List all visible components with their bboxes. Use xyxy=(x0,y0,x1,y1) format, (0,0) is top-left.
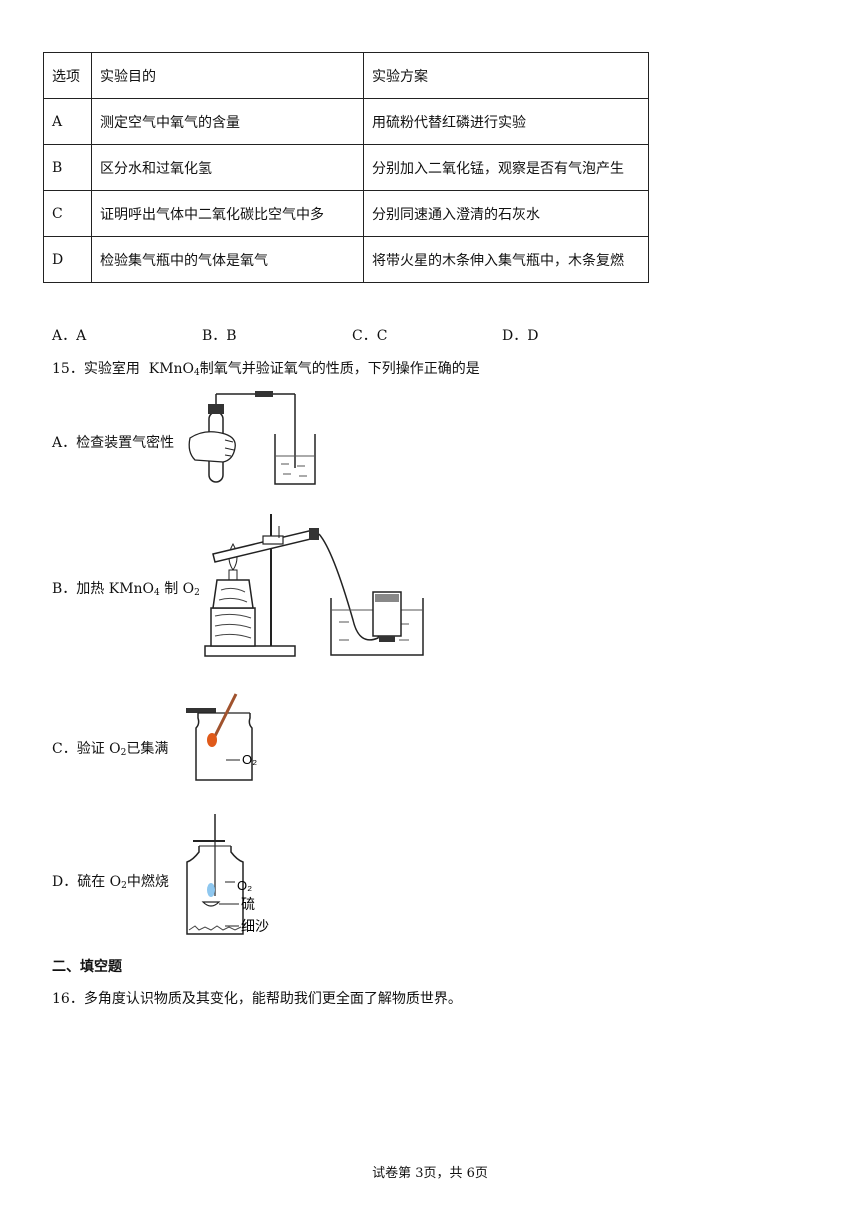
table-header-cell: 选项 xyxy=(43,52,92,99)
section-title: 二、填空题 xyxy=(52,959,122,975)
q14-option[interactable]: B．B xyxy=(202,328,237,344)
table-header-cell: 实验目的 xyxy=(91,52,364,99)
oxygen-full-check-figure: O₂ xyxy=(186,693,257,781)
q15-option-a[interactable]: A．检查装置气密性 xyxy=(52,432,174,452)
page-footer: 试卷第 3页，共 6页 xyxy=(372,1166,488,1181)
figure-c-label: O₂ xyxy=(242,752,257,767)
option-sub: 2 xyxy=(120,748,127,758)
table-cell: D xyxy=(43,236,92,283)
table-cell: 区分水和过氧化氢 xyxy=(91,144,364,191)
option-label: 中燃烧 xyxy=(126,874,169,890)
option-sub: 2 xyxy=(121,881,127,891)
q15-option-c[interactable]: C．验证 O2已集满 xyxy=(52,738,168,758)
q15-stem: 15．实验室用 KMnO4制氧气并验证氧气的性质，下列操作正确的是 xyxy=(52,358,480,378)
q15-stem-text: 15．实验室用 xyxy=(52,361,140,377)
option-sub: 2 xyxy=(194,588,200,598)
figure-d-label-oxygen: O₂ xyxy=(237,878,252,893)
figure-d-label-sand: 细沙 xyxy=(241,918,269,934)
option-label: A．检查装置气密性 xyxy=(52,435,175,451)
table-cell: 检验集气瓶中的气体是氧气 xyxy=(91,236,364,283)
table-row: C 证明呼出气体中二氧化碳比空气中多 分别同速通入澄清的石灰水 xyxy=(43,190,649,237)
table-cell: B xyxy=(43,144,92,191)
table-cell: 证明呼出气体中二氧化碳比空气中多 xyxy=(91,190,364,237)
q15-option-d[interactable]: D．硫在 O2中燃烧 xyxy=(52,871,169,891)
table-cell: 分别加入二氧化锰，观察是否有气泡产生 xyxy=(363,144,649,191)
option-label: D．硫在 O xyxy=(52,874,122,890)
q15-option-b[interactable]: B．加热 KMnO4 制 O2 xyxy=(52,578,200,598)
q14-option[interactable]: C．C xyxy=(352,328,388,344)
table-cell: C xyxy=(43,190,92,237)
airtight-check-figure xyxy=(188,391,316,485)
option-sub: 4 xyxy=(154,588,160,598)
table-row: B 区分水和过氧化氢 分别加入二氧化锰，观察是否有气泡产生 xyxy=(43,144,649,191)
table-header-row: 选项 实验目的 实验方案 xyxy=(43,52,649,99)
q15-formula: KMnO xyxy=(148,361,195,377)
heating-apparatus-figure xyxy=(204,514,424,657)
q14-option[interactable]: D．D xyxy=(502,328,539,344)
figure-d-label-sulfur: 硫 xyxy=(241,896,255,912)
sulfur-combustion-figure: O₂ 硫 细沙 xyxy=(186,814,269,935)
table-row: A 测定空气中氧气的含量 用硫粉代替红磷进行实验 xyxy=(43,98,649,145)
table-row: D 检验集气瓶中的气体是氧气 将带火星的木条伸入集气瓶中，木条复燃 xyxy=(43,236,649,283)
q15-formula-sub: 4 xyxy=(194,368,200,378)
option-label: C．验证 O xyxy=(52,741,121,757)
table-cell: A xyxy=(43,98,92,145)
table-cell: 分别同速通入澄清的石灰水 xyxy=(363,190,649,237)
option-label: 制 O xyxy=(164,581,195,597)
table-cell: 测定空气中氧气的含量 xyxy=(91,98,364,145)
table-header-cell: 实验方案 xyxy=(363,52,649,99)
q14-options: A．A B．B C．C D．D xyxy=(52,325,652,345)
q14-option[interactable]: A．A xyxy=(52,328,87,344)
experiment-table: 选项 实验目的 实验方案 A 测定空气中氧气的含量 用硫粉代替红磷进行实验 B … xyxy=(43,52,649,283)
q15-stem-text: 制氧气并验证氧气的性质，下列操作正确的是 xyxy=(199,361,480,377)
option-label: 已集满 xyxy=(126,741,169,757)
table-cell: 用硫粉代替红磷进行实验 xyxy=(363,98,649,145)
q16-stem: 16．多角度认识物质及其变化，能帮助我们更全面了解物质世界。 xyxy=(52,991,462,1007)
table-cell: 将带火星的木条伸入集气瓶中，木条复燃 xyxy=(363,236,649,283)
option-label: B．加热 KMnO xyxy=(52,581,155,597)
